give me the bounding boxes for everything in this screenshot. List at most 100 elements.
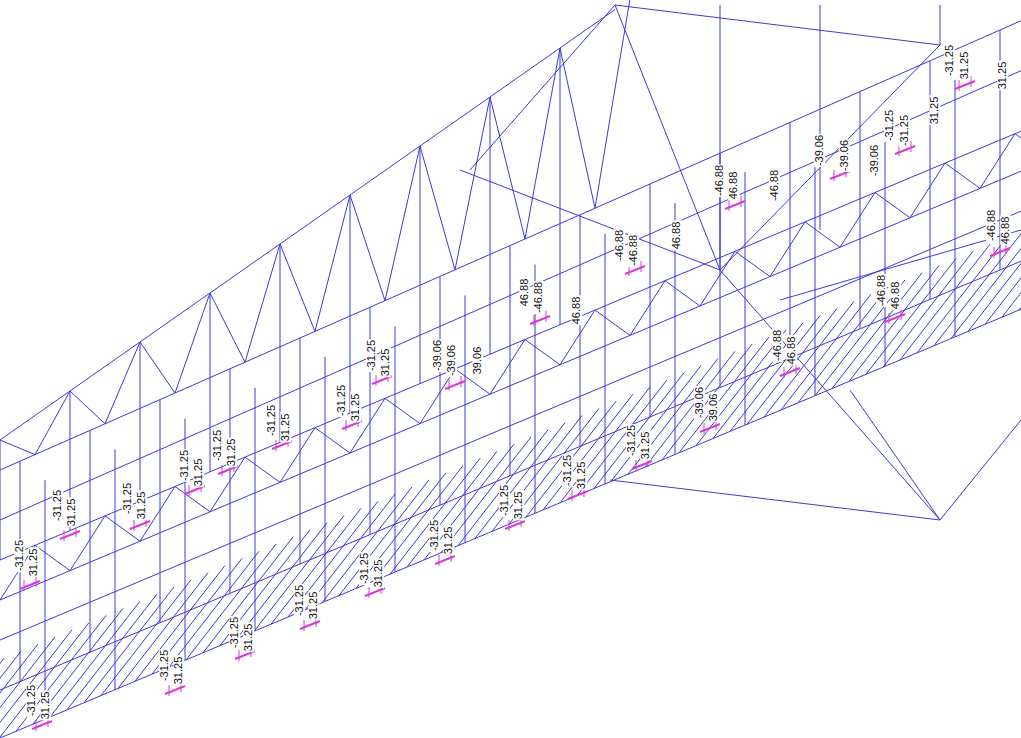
frame-member — [439, 555, 440, 566]
force-value: 31.25 — [998, 60, 1009, 90]
frame-member — [325, 357, 326, 602]
force-value: -31.25 — [229, 615, 240, 648]
frame-member — [0, 630, 72, 738]
frame-member — [955, 81, 975, 89]
frame-member — [449, 380, 450, 391]
frame-member — [490, 97, 491, 354]
force-value: 31.25 — [67, 497, 78, 527]
frame-member — [203, 537, 293, 653]
frame-member — [889, 313, 890, 324]
force-value: -46.88 — [876, 273, 887, 306]
frame-member — [385, 146, 420, 301]
force-value: -39.06 — [694, 385, 705, 418]
frame-member — [632, 461, 652, 469]
force-value: -31.25 — [294, 583, 305, 616]
frame-member — [492, 416, 582, 532]
frame-member — [32, 721, 52, 729]
frame-member — [940, 420, 1021, 520]
frame-member — [1015, 134, 1021, 159]
frame-member — [883, 251, 973, 367]
force-value: -39.06 — [814, 133, 825, 166]
frame-member — [595, 310, 630, 335]
frame-member — [470, 5, 615, 170]
frame-member — [237, 523, 327, 639]
frame-member — [20, 581, 40, 589]
frame-member — [276, 440, 277, 451]
force-value: -31.25 — [899, 113, 910, 146]
frame-member — [577, 380, 667, 496]
frame-member — [0, 658, 4, 738]
frame-member — [959, 80, 960, 91]
frame-member — [175, 487, 210, 512]
force-value: -31.25 — [26, 683, 37, 716]
force-value: -46.88 — [772, 328, 783, 361]
frame-member — [832, 273, 922, 389]
frame-member — [834, 170, 835, 181]
frame-member — [885, 111, 886, 367]
frame-member — [625, 266, 645, 274]
force-value: -31.25 — [179, 448, 190, 481]
frame-member — [350, 195, 385, 301]
force-value: 31.25 — [577, 460, 588, 490]
frame-member — [770, 222, 805, 277]
force-value: -31.25 — [562, 453, 573, 486]
force-value: -31.25 — [366, 338, 377, 371]
frame-member — [365, 588, 385, 596]
frame-member — [315, 428, 350, 453]
frame-member — [140, 342, 175, 393]
frame-member — [356, 473, 446, 589]
frame-member — [300, 621, 320, 629]
frame-member — [385, 398, 420, 423]
frame-member — [725, 201, 745, 209]
frame-member — [985, 209, 1021, 325]
force-value: -46.88 — [714, 163, 725, 196]
frame-member — [866, 258, 956, 374]
frame-member — [917, 237, 1007, 353]
frame-member — [0, 623, 89, 738]
frame-member — [475, 423, 565, 539]
frame-member — [560, 48, 561, 325]
frame-member — [534, 315, 535, 326]
frame-member — [735, 251, 770, 276]
frame-member — [901, 309, 902, 320]
frame-member — [525, 48, 560, 239]
frame-member — [615, 5, 720, 270]
frame-member — [605, 234, 606, 484]
force-value: 31.25 — [930, 95, 941, 125]
force-value: 31.25 — [174, 655, 185, 685]
frame-member — [530, 316, 550, 324]
frame-member — [704, 423, 705, 434]
frame-member — [781, 294, 871, 410]
frame-member — [373, 466, 463, 582]
frame-member — [636, 460, 637, 471]
force-value: 31.25 — [641, 430, 652, 460]
frame-member — [720, 270, 940, 520]
frame-member — [0, 211, 1021, 640]
frame-member — [254, 516, 344, 632]
frame-member — [662, 344, 752, 460]
force-value: -46.88 — [533, 280, 544, 313]
frame-member — [245, 244, 280, 362]
force-value: 31.25 — [41, 690, 52, 720]
frame-member — [189, 485, 190, 496]
force-value: 46.88 — [672, 220, 683, 250]
frame-member — [911, 141, 912, 152]
frame-member — [90, 430, 91, 652]
force-value: -46.88 — [986, 208, 997, 241]
frame-member — [798, 287, 888, 403]
force-value: 46.88 — [1001, 215, 1012, 245]
force-value: 31.25 — [374, 558, 385, 588]
frame-member — [390, 458, 480, 574]
force-value: 46.88 — [572, 295, 583, 325]
frame-member — [580, 215, 581, 447]
frame-member — [679, 337, 769, 453]
frame-member — [186, 544, 276, 660]
force-value: 46.88 — [891, 280, 902, 310]
force-value: 31.25 — [137, 490, 148, 520]
frame-member — [36, 576, 37, 587]
frame-member — [509, 520, 510, 531]
frame-member — [628, 358, 718, 474]
frame-member — [130, 521, 150, 529]
